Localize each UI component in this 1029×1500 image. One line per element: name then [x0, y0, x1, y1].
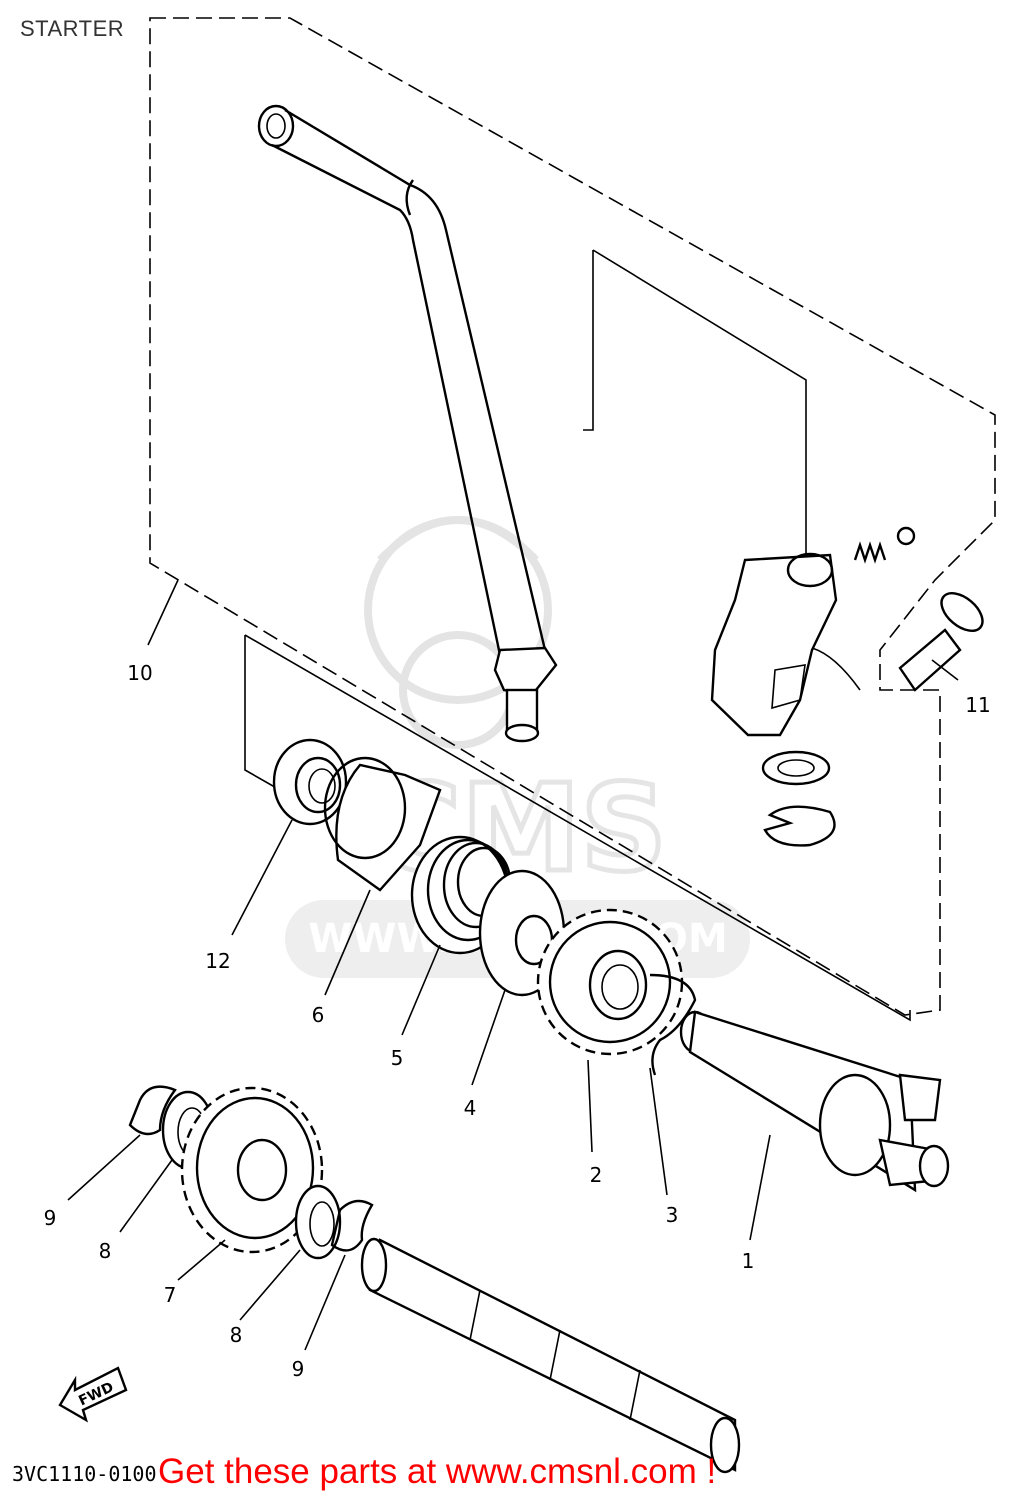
main-axle: [360, 1237, 741, 1474]
page-title: STARTER: [20, 16, 125, 41]
group-outline-shaft: [244, 634, 911, 1022]
crank-bolt: [898, 592, 984, 692]
washer-8b: [294, 1184, 342, 1260]
callout-6: 6: [312, 1003, 325, 1027]
callout-4: 4: [464, 1096, 477, 1120]
crank-boss: [710, 552, 861, 737]
idle-gear: [180, 1086, 324, 1254]
callout-1: 1: [742, 1249, 755, 1273]
kick-gear: [536, 908, 684, 1056]
circlip-9a: [128, 1085, 177, 1136]
detent-ball: [896, 526, 916, 546]
promo-link[interactable]: Get these parts at www.cmsnl.com !: [158, 1452, 717, 1491]
group-outline-boss: [583, 249, 807, 560]
callout-8b: 8: [230, 1323, 243, 1347]
circlip-top: [763, 805, 836, 847]
callout-11: 11: [965, 693, 990, 717]
kick-lever: [257, 104, 558, 743]
circlip-9b: [330, 1199, 374, 1252]
bearing: [272, 738, 348, 826]
callout-7: 7: [164, 1283, 177, 1307]
callout-2: 2: [590, 1163, 603, 1187]
detent-spring: [853, 541, 887, 564]
washer-top: [761, 750, 831, 786]
kick-axle: [679, 1010, 950, 1193]
callout-9b: 9: [292, 1357, 305, 1381]
callout-9a: 9: [44, 1206, 57, 1230]
fwd-arrow: FWD: [58, 1366, 128, 1423]
clip-3: [649, 973, 697, 1076]
callout-5: 5: [391, 1046, 404, 1070]
callout-10: 10: [127, 661, 152, 685]
diagram-code: 3VC1110-0100: [12, 1462, 157, 1486]
callout-8a: 8: [99, 1239, 112, 1263]
group-outline-10: [149, 17, 996, 1016]
spring-cover: [323, 756, 442, 892]
callout-3: 3: [666, 1203, 679, 1227]
callout-12: 12: [205, 949, 230, 973]
leader-lines: [67, 579, 959, 1351]
